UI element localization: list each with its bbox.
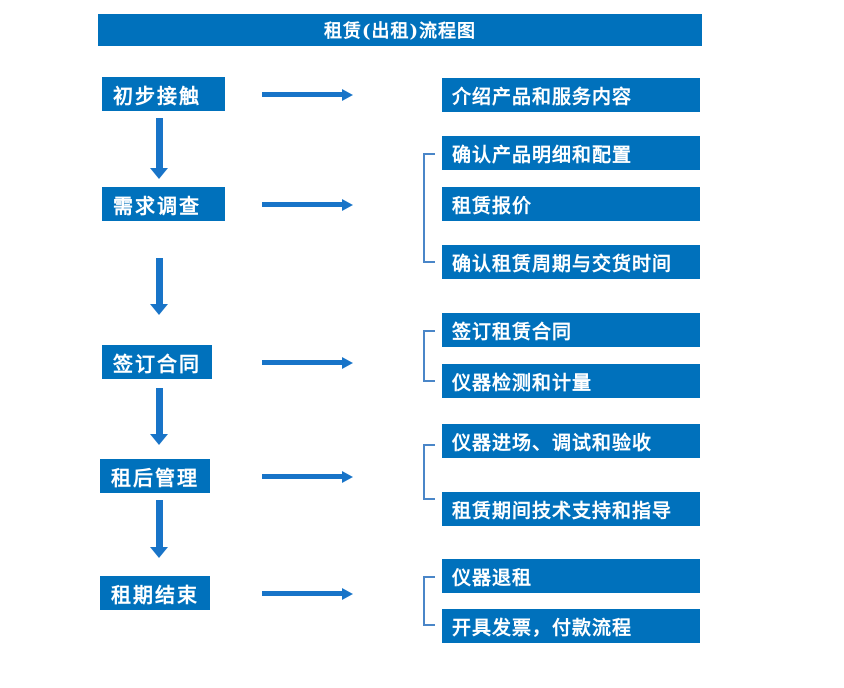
right-arrow-head-icon — [342, 198, 353, 211]
bracket-post-rental-group — [423, 444, 435, 500]
right-arrow-line — [262, 202, 342, 207]
down-arrow-head-icon — [150, 168, 168, 179]
bracket-demand-survey-group — [423, 153, 435, 263]
detail-box-sign-rental-contract: 签订租赁合同 — [442, 313, 700, 347]
right-arrow-head-icon — [342, 356, 353, 369]
detail-box-introduce-products: 介绍产品和服务内容 — [442, 78, 700, 112]
step-box-lease-end: 租期结束 — [100, 576, 210, 610]
bracket-contract-signing-group — [423, 330, 435, 382]
down-arrow-line — [155, 388, 163, 434]
step-box-demand-survey: 需求调查 — [102, 187, 225, 221]
title-bar: 租赁(出租)流程图 — [98, 14, 702, 46]
detail-box-confirm-product-details: 确认产品明细和配置 — [442, 136, 700, 170]
detail-box-technical-support: 租赁期间技术支持和指导 — [442, 492, 700, 526]
down-arrow-3 — [150, 388, 168, 445]
down-arrow-head-icon — [150, 304, 168, 315]
down-arrow-line — [155, 500, 163, 547]
down-arrow-line — [155, 258, 163, 304]
detail-box-instrument-delivery-acceptance: 仪器进场、调试和验收 — [442, 424, 700, 458]
right-arrow-head-icon — [342, 470, 353, 483]
detail-box-instrument-inspection: 仪器检测和计量 — [442, 364, 700, 398]
detail-box-instrument-return: 仪器退租 — [442, 559, 700, 593]
right-arrow-5 — [262, 587, 353, 600]
right-arrow-head-icon — [342, 587, 353, 600]
down-arrow-1 — [150, 118, 168, 179]
down-arrow-line — [155, 118, 163, 168]
right-arrow-1 — [262, 88, 353, 101]
down-arrow-head-icon — [150, 547, 168, 558]
diagram-title: 租赁(出租)流程图 — [323, 21, 477, 42]
down-arrow-4 — [150, 500, 168, 558]
right-arrow-4 — [262, 470, 353, 483]
down-arrow-head-icon — [150, 434, 168, 445]
bracket-lease-end-group — [423, 576, 435, 626]
right-arrow-line — [262, 92, 342, 97]
down-arrow-2 — [150, 258, 168, 315]
right-arrow-line — [262, 360, 342, 365]
step-box-initial-contact: 初步接触 — [102, 77, 225, 111]
right-arrow-3 — [262, 356, 353, 369]
right-arrow-head-icon — [342, 88, 353, 101]
right-arrow-line — [262, 474, 342, 479]
step-box-post-rental-management: 租后管理 — [100, 459, 210, 493]
detail-box-confirm-rental-period: 确认租赁周期与交货时间 — [442, 245, 700, 279]
detail-box-rental-quotation: 租赁报价 — [442, 187, 700, 221]
detail-box-invoice-payment: 开具发票，付款流程 — [442, 609, 700, 643]
right-arrow-2 — [262, 198, 353, 211]
step-box-contract-signing: 签订合同 — [102, 345, 212, 379]
right-arrow-line — [262, 591, 342, 596]
